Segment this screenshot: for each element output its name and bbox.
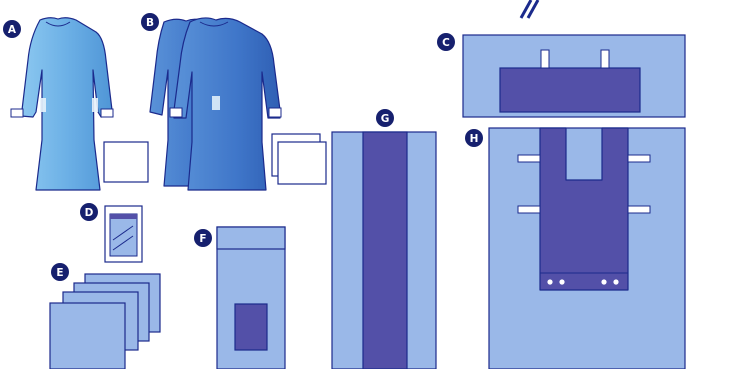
- hand-towel-icon: [104, 142, 148, 182]
- badge-d: D: [80, 203, 98, 221]
- badge-b-label: B: [146, 17, 154, 29]
- badge-h: H: [465, 129, 483, 147]
- badge-c-label: C: [442, 37, 450, 49]
- instrument-table-cover-icon: [332, 132, 436, 369]
- badge-a-label: A: [8, 24, 17, 36]
- badge-h-label: H: [470, 133, 479, 145]
- badge-g: G: [376, 109, 394, 127]
- badge-e: E: [51, 263, 69, 281]
- split-drape-icon: [489, 128, 685, 369]
- badge-a: A: [3, 20, 21, 38]
- adhesive-drape-icon: [217, 227, 285, 369]
- badge-f-label: F: [199, 233, 206, 245]
- badge-f: F: [194, 229, 212, 247]
- badge-e-label: E: [56, 267, 63, 279]
- pouch-icon: [105, 206, 142, 262]
- reinforced-gown-pair-icon: [150, 18, 281, 190]
- surgical-gown-icon: [11, 18, 113, 190]
- badge-b: B: [141, 13, 159, 31]
- decorative-slash-icon: [521, 0, 538, 18]
- hand-towel-pair-icon: [272, 134, 326, 184]
- badge-c: C: [437, 33, 455, 51]
- badge-g-label: G: [381, 113, 390, 125]
- badge-d-label: D: [85, 207, 94, 219]
- drape-stack-icon: [50, 274, 160, 369]
- mayo-stand-cover-icon: [463, 35, 685, 117]
